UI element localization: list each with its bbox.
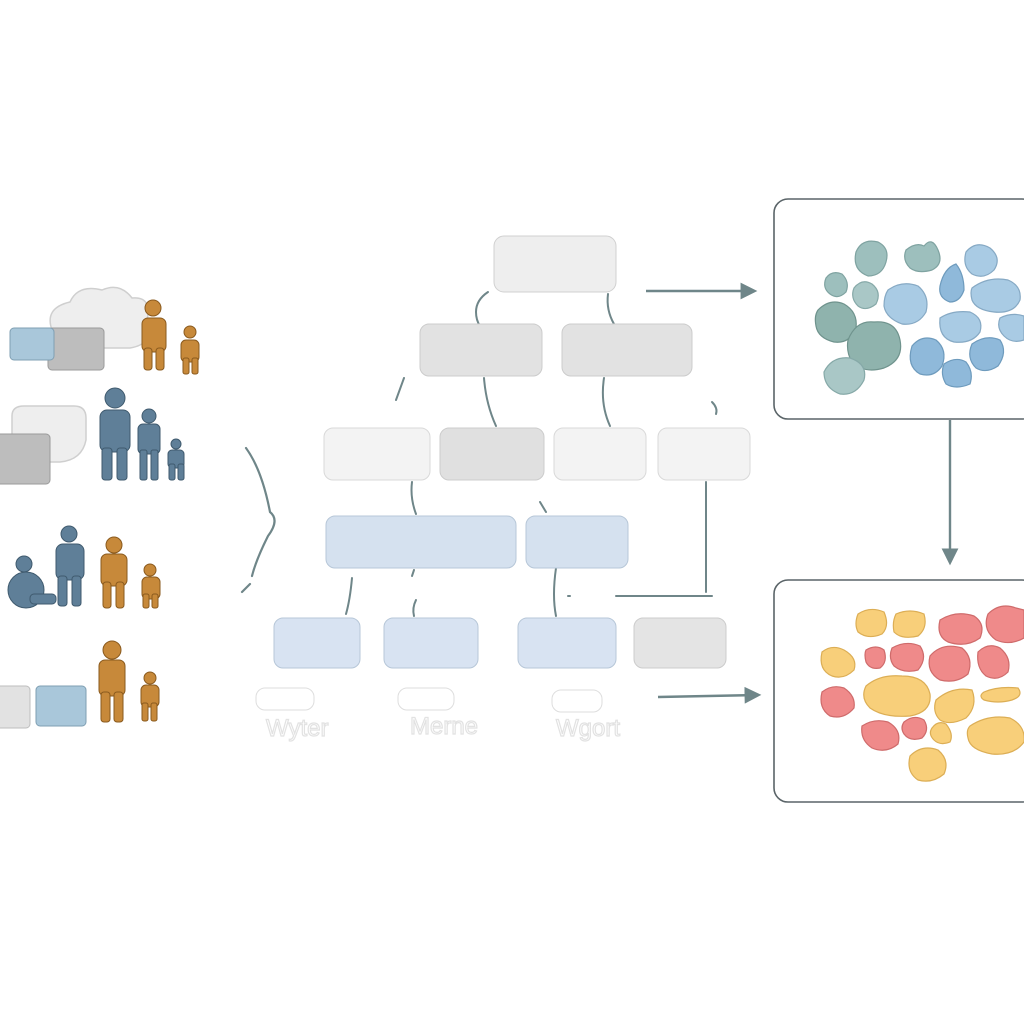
input-group-2 [0,387,185,485]
tree-node [553,427,647,481]
flow-arrows [646,282,959,704]
input-group-3 [7,525,161,609]
blue-box [9,327,55,361]
person-figure [7,555,57,609]
arrow-to-warm-panel [657,686,762,704]
tree-node [657,427,751,481]
person-figure [180,325,200,375]
cool-cluster-panel [773,198,1024,420]
input-group-4 [0,640,160,729]
gray-box [0,685,31,729]
leaf-label-3: Wgort [556,715,620,742]
person-figure [99,387,131,481]
tree-node [439,427,545,481]
leaf-labels: Wyter Merne Wgort [255,687,621,743]
tree-node-blue [525,515,629,569]
person-figure [167,438,185,481]
tree-node [561,323,693,377]
ghost-tag [255,687,315,711]
gray-box [0,433,51,485]
tree-connectors [345,291,718,617]
tree-node [323,427,431,481]
person-figure [98,640,126,723]
leaf-label-1: Wyter [266,715,328,742]
blue-box [35,685,87,727]
cluster-blobs [814,240,1024,395]
warm-cluster-panel [773,579,1024,803]
person-figure [141,299,167,371]
input-brace [240,446,276,594]
person-figure [55,525,85,607]
tree-leaf-blue [517,617,617,669]
tree-node-root [493,235,617,293]
person-figure [100,536,128,609]
person-figure [137,408,161,481]
tree-leaf-blue [273,617,361,669]
person-figure [140,671,160,722]
tree-node-blue [325,515,517,569]
input-group-1 [9,286,200,375]
leaf-label-2: Merne [410,713,478,740]
tree-node [419,323,543,377]
ghost-tag [551,689,603,713]
tree-leaf [633,617,727,669]
input-groups [0,286,200,729]
ghost-tag [397,687,455,711]
person-figure [141,563,161,609]
hierarchy-tree: Wyter Merne Wgort [255,235,751,743]
tree-leaf-blue [383,617,479,669]
gray-box [47,327,105,371]
cluster-blobs [820,605,1024,782]
